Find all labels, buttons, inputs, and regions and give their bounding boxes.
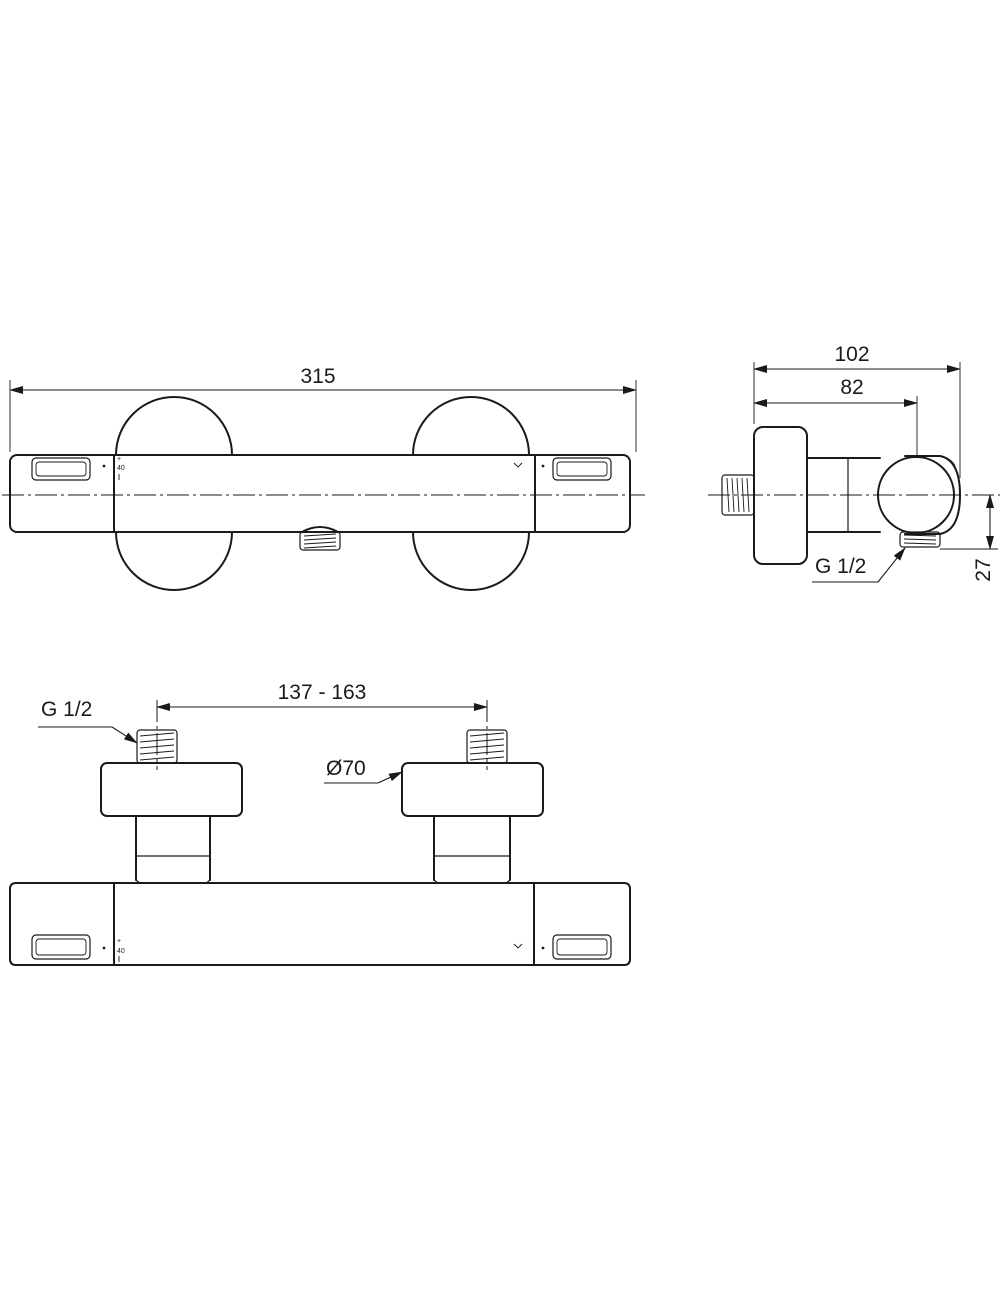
outlet-thread-lines xyxy=(303,533,337,549)
escutcheon-diameter-label: Ø70 xyxy=(326,757,366,780)
scale-forty: 40 xyxy=(117,465,125,472)
top-temperature-scale: + 40 xyxy=(102,938,545,962)
top-check-mark xyxy=(513,943,523,949)
top-scale-plus: + xyxy=(117,938,121,945)
left-stem xyxy=(135,815,211,881)
side-grip-edge xyxy=(937,455,956,467)
outlet-offset-label: 27 xyxy=(972,558,995,581)
top-right-grip xyxy=(552,934,612,960)
inlet-thread-leader xyxy=(111,726,138,744)
scale-plus: + xyxy=(117,456,121,463)
outlet-thread xyxy=(299,531,341,551)
depth-axis-label: 82 xyxy=(840,376,863,399)
right-escutcheon-bottom xyxy=(412,531,530,591)
top-left-grip xyxy=(31,934,91,960)
top-view: + 40 137 - 163 G 1/2 Ø70 xyxy=(9,681,631,966)
left-escutcheon-top xyxy=(115,396,233,456)
right-escutcheon xyxy=(401,762,544,817)
side-view: 102 82 27 G 1/2 xyxy=(708,343,1000,583)
outlet-collar xyxy=(301,526,339,533)
left-grip xyxy=(31,457,91,481)
side-thread-leader xyxy=(877,547,906,583)
temperature-scale: + 40 xyxy=(102,456,545,480)
depth-total-label: 102 xyxy=(834,343,869,366)
side-stem xyxy=(806,457,881,533)
right-grip xyxy=(552,457,612,481)
left-escutcheon-bottom xyxy=(115,531,233,591)
overall-length-label: 315 xyxy=(300,365,335,388)
right-grip-inner xyxy=(556,461,608,477)
front-view: + 40 315 xyxy=(2,365,645,591)
top-scale-forty: 40 xyxy=(117,948,125,955)
side-outlet-thread xyxy=(899,531,941,548)
left-escutcheon xyxy=(100,762,243,817)
right-stem xyxy=(433,815,511,881)
left-grip-inner xyxy=(35,461,87,477)
check-mark xyxy=(513,462,523,468)
side-thread-label: G 1/2 xyxy=(815,555,866,578)
diameter-leader xyxy=(377,771,403,784)
inlet-spacing-label: 137 - 163 xyxy=(278,681,367,704)
top-view-body xyxy=(9,882,631,966)
inlet-thread-label: G 1/2 xyxy=(41,698,92,721)
right-escutcheon-top xyxy=(412,396,530,456)
